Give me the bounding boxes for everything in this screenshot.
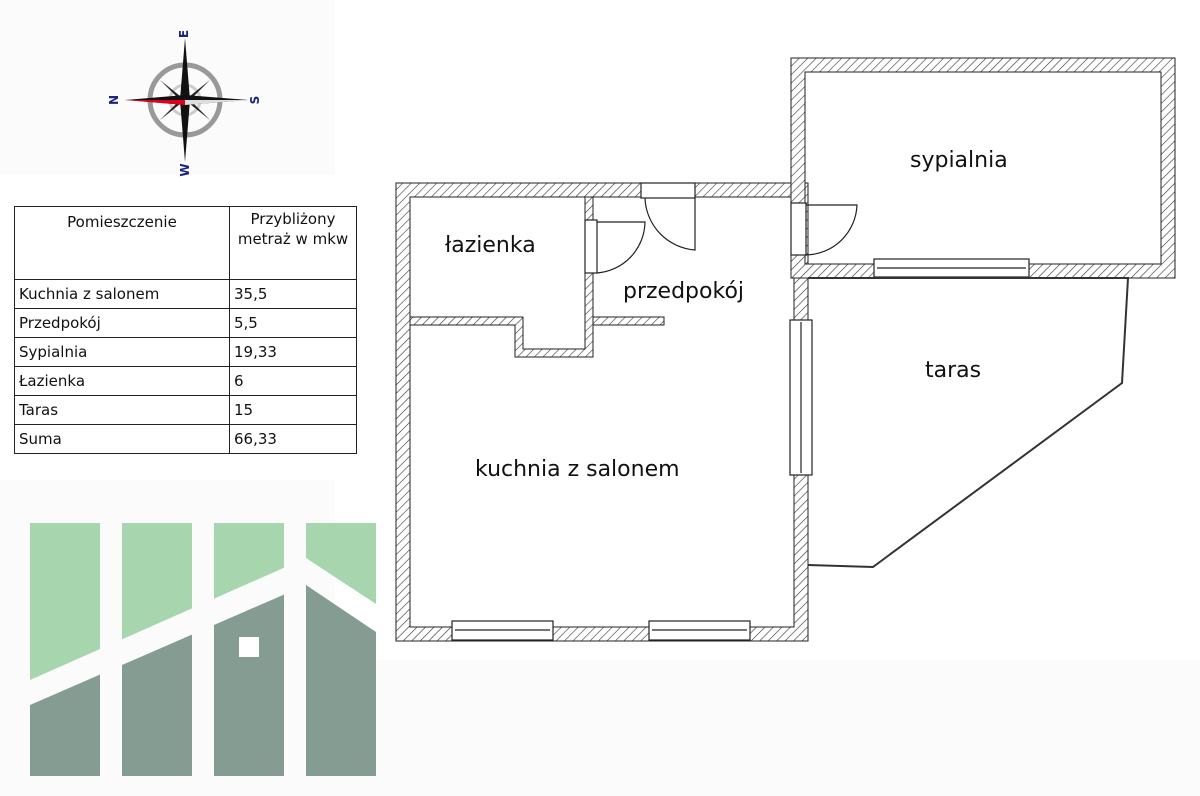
cell-area: 6: [229, 366, 357, 396]
header-room: Pomieszczenie: [14, 206, 230, 280]
compass-e: E: [177, 30, 191, 38]
cell-area: 15: [229, 395, 357, 425]
cell-room: Suma: [14, 424, 230, 454]
room-label-kuchnia: kuchnia z salonem: [475, 457, 680, 482]
room-label-lazienka: łazienka: [445, 233, 536, 258]
cell-area: 19,33: [229, 337, 357, 367]
compass-w: W: [178, 163, 192, 176]
area-table: Pomieszczenie Przybliżony metraż w mkw K…: [14, 206, 357, 454]
cell-room: Taras: [14, 395, 230, 425]
cell-room: Łazienka: [14, 366, 230, 396]
table-header: Pomieszczenie Przybliżony metraż w mkw: [14, 206, 357, 280]
room-label-taras: taras: [925, 358, 981, 383]
terrace-outline: [807, 277, 1130, 569]
openings: [451, 182, 1030, 641]
door: [584, 219, 598, 274]
door: [790, 202, 807, 256]
cell-area: 5,5: [229, 308, 357, 338]
compass-icon: E N S W: [107, 30, 262, 177]
room-label-sypialnia: sypialnia: [910, 148, 1008, 173]
header-area: Przybliżony metraż w mkw: [229, 206, 357, 280]
door: [640, 182, 696, 199]
cell-area: 35,5: [229, 279, 357, 309]
cell-area: 66,33: [229, 424, 357, 454]
walls: [395, 57, 1176, 642]
room-label-przedpokoj: przedpokój: [623, 279, 744, 304]
logo: [30, 523, 376, 776]
compass-n: N: [107, 95, 121, 105]
cell-room: Przedpokój: [14, 308, 230, 338]
bottom-background: [335, 660, 1200, 796]
cell-room: Kuchnia z salonem: [14, 279, 230, 309]
cell-room: Sypialnia: [14, 337, 230, 367]
compass-s: S: [248, 96, 262, 105]
